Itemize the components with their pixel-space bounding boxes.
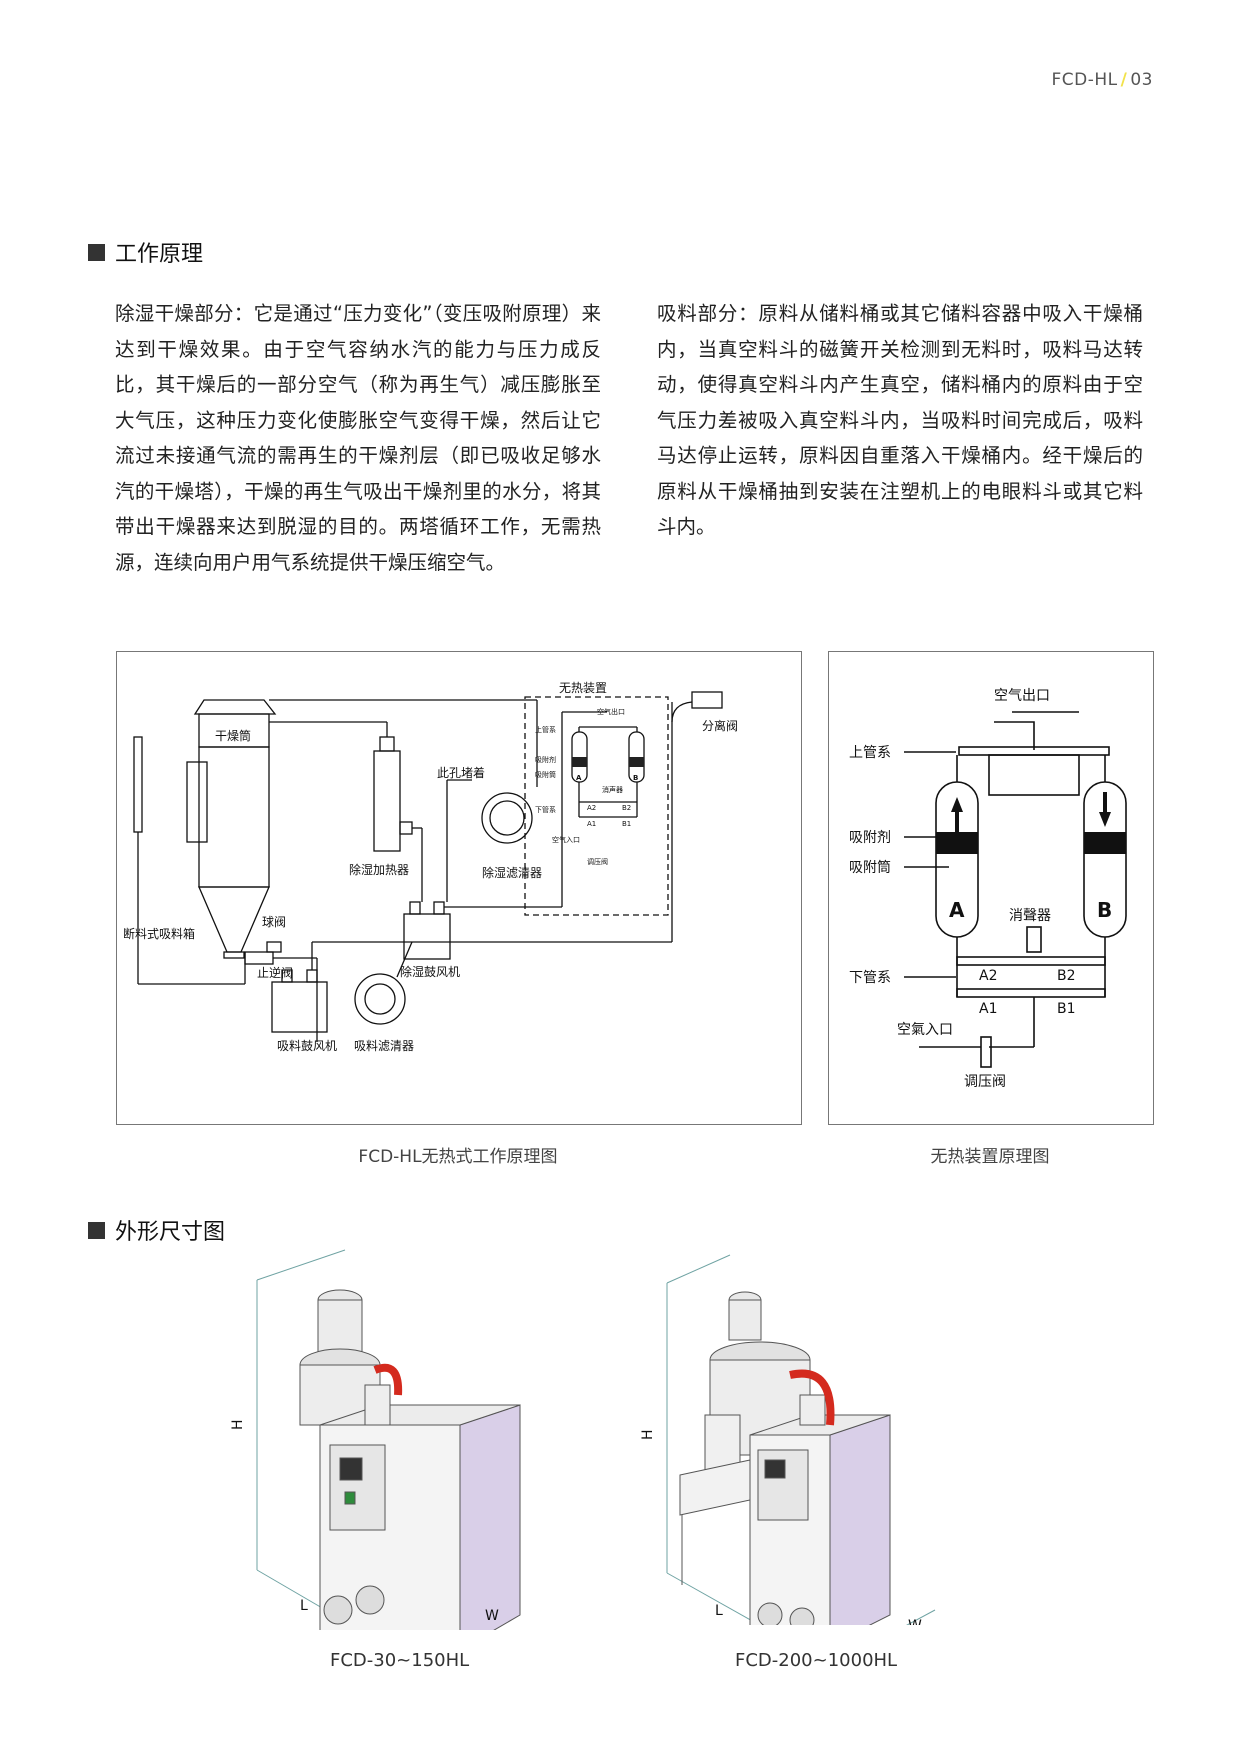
section-title-text: 工作原理 [115,242,204,267]
red-hose-shape [789,1369,835,1426]
header-separator: / [1120,70,1128,90]
mini-label-tank-b: B [633,774,638,782]
regulator-valve-shape [980,1036,992,1068]
dehumid-blower-shape [403,913,451,960]
dim-l-label: L [300,1598,308,1614]
material-suction-paragraph: 吸料部分：原料从储料桶或其它储料容器中吸入干燥桶内，当真空料斗的磁簧开关检测到无… [657,302,1143,538]
section-title-dimensions: 外形尺寸图 [88,1214,225,1246]
label-valve-b1: B1 [1057,1001,1076,1017]
model-small-caption: FCD-30~150HL [330,1650,470,1671]
label-suction-filter: 吸料滤清器 [354,1039,414,1053]
cabinet-side-shape [459,1404,521,1630]
dehumid-heater-shape [373,750,401,852]
doc-code: FCD-HL [1051,70,1118,90]
label-heatless-unit: 无热装置 [559,681,607,695]
mini-label-b2: B2 [622,804,631,812]
mini-label-a2: A2 [587,804,596,812]
model-large-caption: FCD-200~1000HL [735,1650,898,1671]
mini-label-upper-pipe: 上管系 [535,725,556,734]
label-upper-pipe: 上管系 [849,745,891,761]
adsorbent-a-fill [936,832,978,854]
square-bullet-icon [88,243,105,261]
mini-label-tank-a: A [576,774,582,782]
dim-l-label: L [715,1603,723,1619]
square-bullet-icon [88,1221,105,1239]
cabinet-side-shape [829,1414,891,1625]
heatless-unit-diagram: 空气出口 上管系 吸附剂 吸附筒 消聲器 下管系 空氣入口 调压阀 A2 B2 … [828,651,1154,1125]
label-check-valve: 止逆阀 [257,965,293,980]
main-principle-diagram: 干燥筒 除湿加热器 此孔堵着 除湿滤清器 无热装置 分离阀 球阀 断料式吸料箱 … [116,651,802,1125]
label-adsorbent: 吸附剂 [849,830,891,846]
main-diagram-caption: FCD-HL无热式工作原理图 [358,1147,558,1167]
label-cutoff-suction-box: 断料式吸料箱 [123,926,195,941]
mini-label-adsorb-tank: 吸附筒 [535,770,556,779]
arrow-up-icon [951,797,963,812]
dim-w-label: W [908,1618,922,1625]
suction-blower-shape [271,981,328,1033]
mini-label-b1: B1 [622,820,631,828]
label-lower-pipe: 下管系 [849,970,891,986]
adsorbent-b-fill [1084,832,1126,854]
label-dehumid-blower: 除湿鼓风机 [400,964,460,979]
page-number: 03 [1130,70,1153,90]
label-valve-a2: A2 [979,968,997,984]
main-diagram-svg: 干燥筒 除湿加热器 此孔堵着 除湿滤清器 无热装置 分离阀 球阀 断料式吸料箱 … [123,681,738,1053]
hopper-lid-shape [193,699,277,715]
label-air-inlet: 空氣入口 [897,1022,953,1038]
label-muffler: 消聲器 [1009,907,1051,924]
mini-label-a1: A1 [587,820,596,828]
label-tank-a: A [949,898,965,922]
page-header: FCD-HL/03 [1052,70,1154,90]
dehumid-filter-shape [481,792,533,844]
label-regulator: 调压阀 [964,1074,1006,1090]
label-drying-hopper: 干燥筒 [215,728,251,743]
label-tank-b: B [1097,898,1112,922]
mini-label-air-inlet: 空气入口 [552,835,580,844]
section-title-text: 外形尺寸图 [115,1220,226,1245]
machine-small-illustration: H L W [230,1249,521,1630]
dehumid-drying-paragraph: 除湿干燥部分：它是通过“压力变化”（变压吸附原理）来达到干燥效果。由于空气容纳水… [115,302,601,574]
separator-valve-shape [691,691,723,709]
dim-w-label: W [485,1608,499,1624]
label-adsorb-tank: 吸附筒 [849,859,891,876]
mini-adsorbent-fill [572,757,587,767]
muffler-shape [1026,926,1042,953]
machine-large-illustration: H L W [640,1254,936,1625]
lower-pipe-shape [956,956,1106,966]
label-valve-a1: A1 [979,1001,997,1017]
label-ball-valve: 球阀 [262,915,286,929]
mini-label-air-outlet: 空气出口 [597,707,625,716]
heatless-diagram-svg: 空气出口 上管系 吸附剂 吸附筒 消聲器 下管系 空氣入口 调压阀 A2 B2 … [849,688,1127,1090]
stand-shape [679,1459,751,1516]
dim-h-label: H [640,1429,656,1440]
label-dehumid-filter: 除湿滤清器 [482,865,542,880]
section-title-working-principle: 工作原理 [88,236,203,268]
mini-label-muffler: 消声器 [602,785,623,794]
arrow-down-icon [1099,812,1111,827]
heatless-diagram-caption: 无热装置原理图 [930,1147,1050,1167]
label-valve-b2: B2 [1057,968,1076,984]
dim-h-label: H [230,1419,246,1430]
label-air-outlet: 空气出口 [994,688,1050,704]
drying-hopper-body [198,746,270,888]
mini-label-regulator: 调压阀 [587,857,608,866]
mini-label-adsorbent: 吸附剂 [535,755,556,764]
label-suction-blower: 吸料鼓风机 [277,1039,337,1053]
label-dehumid-heater: 除湿加热器 [349,862,409,877]
suction-filter-shape [354,973,406,1025]
label-hole-blocked: 此孔堵着 [437,765,485,780]
red-hose-shape [373,1363,403,1396]
label-separator-valve: 分离阀 [702,718,738,733]
heatless-unit-dashed-box [524,696,669,916]
mini-label-lower-pipe: 下管系 [535,805,556,814]
suction-wand-shape [133,736,143,833]
